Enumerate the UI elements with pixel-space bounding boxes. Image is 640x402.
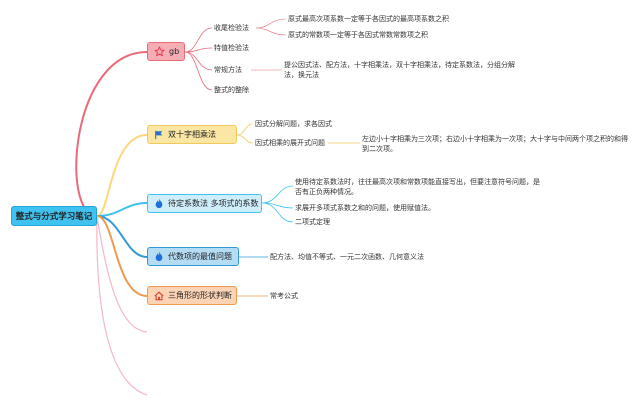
branch-topic-label: 三角形的形状判断 [168,291,232,300]
subtopic-detail[interactable]: 提公因式法、配方法，十字相乘法，双十字相乘法，待定系数法，分组分解法，换元法 [284,61,515,79]
connector-b1-children [184,27,213,91]
connector-root-b1 [75,51,148,217]
connector-root-b4 [96,215,148,258]
branch-topic-double-cross[interactable]: 双十字相乘法 [147,125,237,144]
flame-icon [154,198,164,209]
root-topic[interactable]: 整式与分式学习笔记 [11,206,97,226]
connector-root-b2 [96,134,148,217]
subtopic-item[interactable]: 整式的整除 [214,86,249,94]
subtopic-item[interactable]: 因式分解问题，求各因式 [255,120,332,128]
branch-topic-undetermined-coefficients[interactable]: 待定系数法 多项式的系数 [147,194,262,213]
connector-b3-children [261,185,294,223]
star-icon [154,46,165,57]
subtopic-item[interactable]: 特值检验法 [214,44,249,52]
subtopic-item[interactable]: 使用待定系数法时，往往最高次项和常数项能直接写出，但要注意符号问题，是否有正负两… [295,178,540,196]
subtopic-item[interactable]: 因式相乘的展开式问题 [255,139,325,147]
branch-topic-triangle-shape[interactable]: 三角形的形状判断 [147,286,237,305]
subtopic-item[interactable]: 配方法、均值不等式、一元二次函数、几何意义法 [270,253,424,261]
flame-icon [154,251,164,262]
home-icon [154,291,164,301]
subtopic-item[interactable]: 求展开多项式系数之和的问题，使用赋值法。 [295,204,435,212]
flag-icon [154,130,164,140]
subtopic-item[interactable]: 常考公式 [270,292,298,300]
connector-b1-grandchildren [251,18,287,71]
subtopic-item[interactable]: 收尾检验法 [214,24,249,32]
branch-topic-label: 双十字相乘法 [168,130,216,139]
subtopic-detail[interactable]: 原式最高次项系数一定等于各因式的最高项系数之积 [288,15,449,23]
branch-topic-gb[interactable]: gb [147,42,185,61]
subtopic-detail[interactable]: 左边小十字相乘为三次项；右边小十字相乘为一次项；大十字与中间两个项之积的和得到二… [362,135,628,153]
branch-topic-label: gb [169,47,180,56]
subtopic-item[interactable]: 二项式定理 [295,218,330,226]
subtopic-detail[interactable]: 原式的常数项一定等于各因式常数常数项之积 [288,31,428,39]
branch-topic-label: 待定系数法 多项式的系数 [168,199,259,208]
decorative-curve [96,215,148,396]
subtopic-item[interactable]: 常规方法 [214,66,242,74]
connector-root-b5 [96,215,148,297]
root-topic-label: 整式与分式学习笔记 [15,212,93,222]
connector-root-b3 [96,202,148,217]
decorative-curve [96,215,148,333]
connector-b2-children [236,123,360,144]
branch-topic-label: 代数项的最值问题 [168,252,232,261]
branch-topic-extremum[interactable]: 代数项的最值问题 [147,247,239,266]
